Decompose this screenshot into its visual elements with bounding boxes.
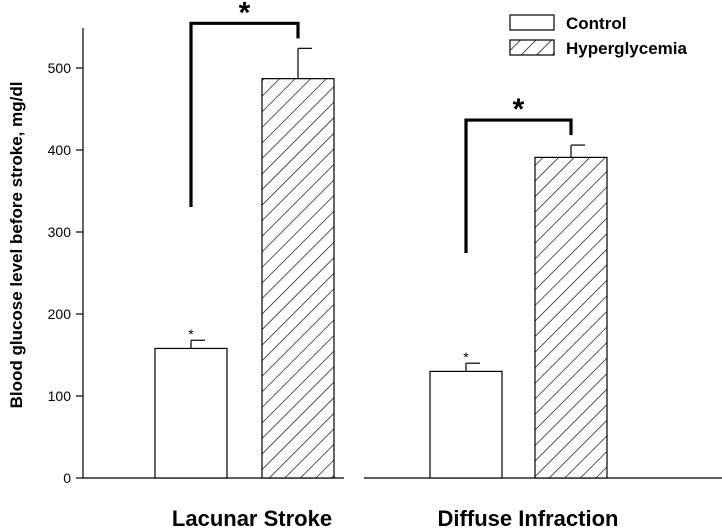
y-tick-label: 400 [48,142,72,158]
legend-swatch [509,39,555,56]
significance-bracket [464,118,573,253]
y-tick-label: 300 [48,224,72,240]
bar [154,347,228,479]
significance-star: * [513,93,525,126]
annotations: * * * * [188,0,573,365]
x-category-label: Diffuse Infraction [438,506,619,530]
legend-swatch [509,14,555,31]
y-tick-label: 200 [48,306,72,322]
bar-star: * [188,326,194,342]
bars [154,47,608,479]
legend-label: Control [566,14,626,33]
y-tick-label: 100 [48,388,72,404]
bar [261,78,335,479]
y-tick-label: 500 [48,60,72,76]
bar [429,370,503,479]
significance-bracket [189,21,300,207]
bar-star: * [463,349,469,365]
x-category-label: Lacunar Stroke [172,506,332,530]
bar [534,156,608,479]
y-tick-label: 0 [63,470,71,486]
significance-star: * [239,0,251,29]
legend-label: Hyperglycemia [566,39,687,58]
y-axis-label: Blood glucose level before stroke, mg/dl [7,82,26,409]
